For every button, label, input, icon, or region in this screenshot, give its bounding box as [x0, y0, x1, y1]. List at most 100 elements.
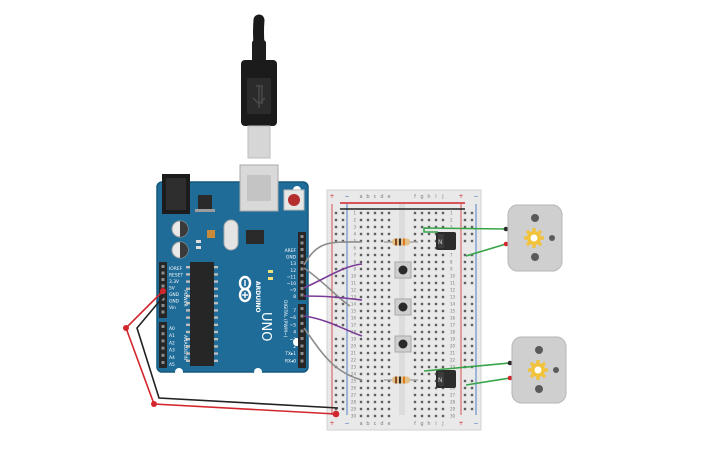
breadboard-hole[interactable]: [366, 330, 370, 334]
breadboard-hole[interactable]: [441, 393, 445, 397]
breadboard-hole[interactable]: [359, 351, 363, 355]
rail-hole[interactable]: [341, 400, 345, 404]
header-hole[interactable]: [161, 297, 165, 301]
header-hole[interactable]: [300, 329, 304, 333]
breadboard-hole[interactable]: [387, 281, 391, 285]
rail-hole[interactable]: [470, 211, 474, 215]
breadboard-hole[interactable]: [427, 358, 431, 362]
breadboard-hole[interactable]: [427, 246, 431, 250]
rail-hole[interactable]: [463, 218, 467, 222]
breadboard-hole[interactable]: [441, 295, 445, 299]
breadboard-hole[interactable]: [434, 281, 438, 285]
rail-hole[interactable]: [463, 309, 467, 313]
rail-hole[interactable]: [334, 316, 338, 320]
rail-hole[interactable]: [463, 295, 467, 299]
breadboard-hole[interactable]: [387, 386, 391, 390]
breadboard-hole[interactable]: [373, 218, 377, 222]
breadboard-hole[interactable]: [427, 414, 431, 418]
breadboard-hole[interactable]: [366, 239, 370, 243]
breadboard-hole[interactable]: [413, 260, 417, 264]
wire-purple[interactable]: [303, 263, 363, 289]
rail-hole[interactable]: [470, 260, 474, 264]
rail-hole[interactable]: [341, 365, 345, 369]
rail-hole[interactable]: [470, 386, 474, 390]
breadboard-hole[interactable]: [359, 365, 363, 369]
header-hole[interactable]: [300, 261, 304, 264]
rail-hole[interactable]: [334, 337, 338, 341]
header-hole[interactable]: [300, 344, 304, 348]
rail-hole[interactable]: [341, 253, 345, 257]
breadboard-hole[interactable]: [359, 379, 363, 383]
breadboard-hole[interactable]: [427, 323, 431, 327]
header-hole[interactable]: [161, 278, 165, 281]
breadboard-hole[interactable]: [387, 337, 391, 341]
breadboard-hole[interactable]: [441, 414, 445, 418]
breadboard-hole[interactable]: [387, 232, 391, 236]
breadboard-hole[interactable]: [380, 260, 384, 264]
breadboard-hole[interactable]: [441, 281, 445, 285]
rail-hole[interactable]: [334, 344, 338, 348]
breadboard-hole[interactable]: [427, 281, 431, 285]
header-hole[interactable]: [300, 241, 304, 245]
rail-hole[interactable]: [341, 323, 345, 327]
transistor[interactable]: N: [436, 370, 456, 388]
breadboard-hole[interactable]: [434, 400, 438, 404]
breadboard-hole[interactable]: [413, 288, 417, 292]
header-hole[interactable]: [300, 235, 304, 238]
breadboard-hole[interactable]: [373, 407, 377, 411]
rail-hole[interactable]: [334, 407, 338, 411]
rail-hole[interactable]: [334, 281, 338, 285]
rail-hole[interactable]: [463, 232, 467, 236]
breadboard-hole[interactable]: [441, 288, 445, 292]
breadboard-hole[interactable]: [359, 267, 363, 271]
breadboard-hole[interactable]: [420, 288, 424, 292]
breadboard-hole[interactable]: [380, 372, 384, 376]
breadboard-hole[interactable]: [366, 316, 370, 320]
breadboard-hole[interactable]: [441, 344, 445, 348]
breadboard-hole[interactable]: [427, 232, 431, 236]
breadboard-hole[interactable]: [366, 260, 370, 264]
rail-hole[interactable]: [463, 400, 467, 404]
breadboard-hole[interactable]: [387, 309, 391, 313]
breadboard-hole[interactable]: [359, 316, 363, 320]
breadboard-hole[interactable]: [413, 414, 417, 418]
header-hole[interactable]: [161, 304, 165, 307]
breadboard-hole[interactable]: [359, 253, 363, 257]
breadboard-hole[interactable]: [441, 365, 445, 369]
rail-hole[interactable]: [463, 386, 467, 390]
rail-hole[interactable]: [470, 281, 474, 285]
rail-hole[interactable]: [470, 274, 474, 278]
rail-hole[interactable]: [470, 267, 474, 271]
breadboard-hole[interactable]: [373, 260, 377, 264]
breadboard-hole[interactable]: [434, 344, 438, 348]
breadboard-hole[interactable]: [359, 295, 363, 299]
wire-purple[interactable]: [303, 315, 363, 337]
rail-hole[interactable]: [463, 302, 467, 306]
breadboard-hole[interactable]: [420, 309, 424, 313]
breadboard-hole[interactable]: [373, 344, 377, 348]
breadboard-hole[interactable]: [366, 218, 370, 222]
breadboard-hole[interactable]: [420, 302, 424, 306]
breadboard-hole[interactable]: [427, 260, 431, 264]
breadboard-hole[interactable]: [420, 267, 424, 271]
breadboard-hole[interactable]: [434, 295, 438, 299]
breadboard-hole[interactable]: [413, 344, 417, 348]
pushbutton[interactable]: [394, 298, 412, 316]
breadboard-hole[interactable]: [427, 295, 431, 299]
rail-hole[interactable]: [470, 337, 474, 341]
breadboard-hole[interactable]: [441, 358, 445, 362]
breadboard-hole[interactable]: [387, 239, 391, 243]
rail-hole[interactable]: [334, 393, 338, 397]
breadboard-hole[interactable]: [427, 309, 431, 313]
breadboard-hole[interactable]: [380, 218, 384, 222]
breadboard-hole[interactable]: [380, 295, 384, 299]
breadboard-hole[interactable]: [434, 414, 438, 418]
breadboard-hole[interactable]: [427, 288, 431, 292]
breadboard-hole[interactable]: [413, 323, 417, 327]
breadboard-hole[interactable]: [380, 393, 384, 397]
breadboard-hole[interactable]: [380, 316, 384, 320]
rail-hole[interactable]: [341, 386, 345, 390]
breadboard-hole[interactable]: [366, 302, 370, 306]
rail-hole[interactable]: [341, 337, 345, 341]
breadboard-hole[interactable]: [373, 358, 377, 362]
